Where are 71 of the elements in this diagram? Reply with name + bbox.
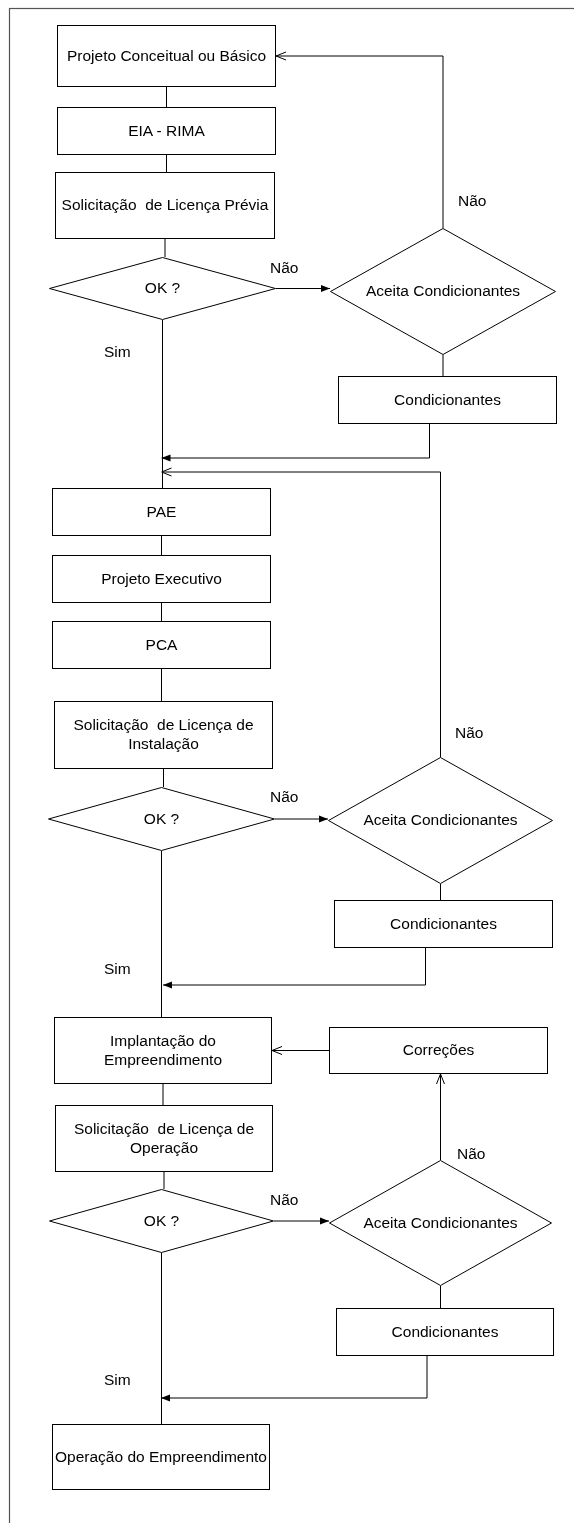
process-box [54, 1017, 272, 1084]
node-label: Correções [402, 1041, 475, 1060]
connector-line [166, 86, 167, 108]
process-box [57, 25, 276, 87]
node-label: Projeto Conceitual ou Básico [66, 46, 266, 66]
node-label: Aceita Condicionantes [365, 282, 521, 301]
node-label: Condicionantes [390, 914, 497, 934]
process-box [334, 900, 553, 948]
edge-label: Não [458, 192, 487, 210]
decision-diamond [330, 228, 556, 355]
arrow [161, 467, 441, 758]
node-label: Condicionantes [391, 1322, 499, 1342]
process-box [338, 376, 557, 424]
process-box [52, 621, 271, 669]
process-box [55, 1105, 273, 1172]
process-box [55, 172, 275, 239]
connector-line [163, 1171, 165, 1190]
connector-line [164, 238, 166, 258]
connector-line [161, 850, 162, 1018]
connector-line [161, 602, 162, 622]
connector-line [440, 883, 441, 901]
node-label: Aceita Condicionantes [363, 1213, 518, 1233]
node-label: Solicitação de Licença Prévia [61, 196, 269, 215]
node-label: Solicitação de Licença de Operação [72, 1119, 256, 1158]
arrow [436, 1073, 445, 1161]
process-box [52, 1424, 270, 1490]
node-label: PCA [145, 635, 178, 655]
node-label: Operação do Empreendimento [55, 1447, 267, 1467]
process-box [54, 701, 273, 769]
edge-label: Não [457, 1145, 486, 1163]
node-label: Solicitação de Licença de Instalação [72, 716, 255, 754]
edge-label: Não [270, 788, 299, 806]
edge-label: Não [270, 1191, 299, 1209]
node-label: Implantação do Empreendimento [102, 1031, 223, 1070]
node-label: Condicionantes [394, 390, 501, 410]
edge-label: Sim [104, 1371, 131, 1389]
arrow [275, 284, 331, 293]
edge-label: Não [270, 259, 299, 277]
node-label: Projeto Executivo [101, 569, 222, 589]
connector-line [162, 319, 163, 489]
connector-line [163, 768, 164, 788]
connector-line [161, 668, 162, 702]
node-label: PAE [146, 502, 177, 522]
node-label: OK ? [144, 279, 181, 298]
arrow [161, 423, 430, 462]
edge-label: Sim [104, 960, 131, 978]
process-box [52, 488, 271, 536]
connector-line [166, 154, 167, 173]
decision-diamond [329, 1160, 552, 1286]
process-box [329, 1027, 548, 1074]
process-box [57, 107, 276, 155]
arrow [273, 1217, 330, 1225]
connector-line [162, 1083, 164, 1106]
connector-line [161, 1252, 162, 1425]
arrow [162, 947, 426, 989]
connector-line [440, 1285, 441, 1309]
process-box [52, 555, 271, 603]
decision-diamond [328, 757, 553, 884]
arrow [275, 51, 444, 229]
edge-label: Não [455, 724, 484, 742]
edge-label: Sim [104, 343, 131, 361]
process-box [336, 1308, 554, 1356]
node-label: OK ? [143, 809, 180, 829]
connector-line [161, 535, 162, 556]
arrow [160, 1355, 428, 1402]
arrow [271, 1046, 330, 1055]
arrow [274, 815, 329, 823]
node-label: OK ? [143, 1211, 180, 1231]
node-label: EIA - RIMA [128, 121, 205, 141]
connector-line [442, 354, 444, 377]
node-label: Aceita Condicionantes [363, 811, 518, 830]
